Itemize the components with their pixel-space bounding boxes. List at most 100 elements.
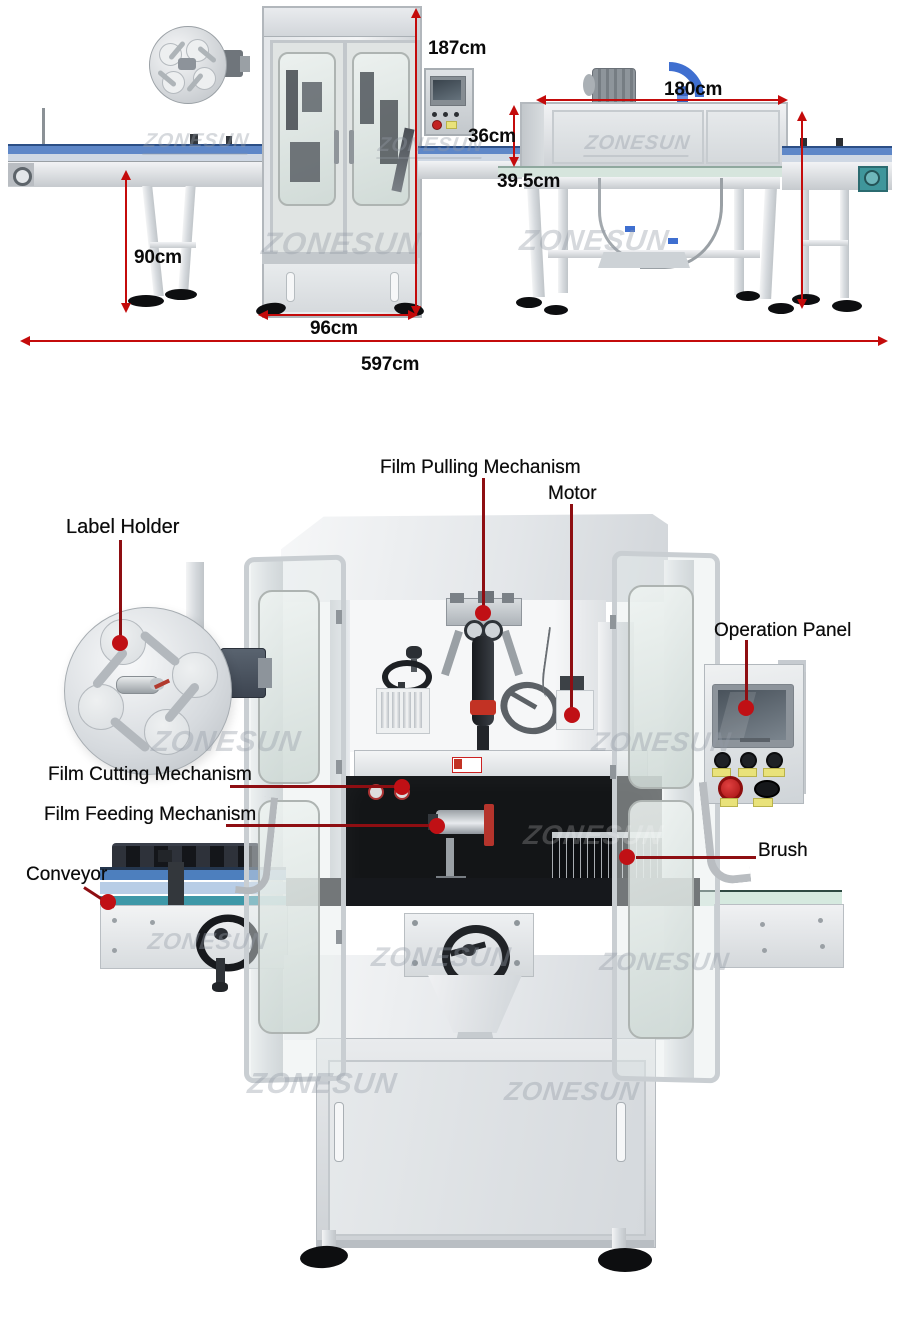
dim-belt-height: 39.5cm	[497, 171, 561, 192]
panel-knob	[432, 112, 437, 117]
foot-stem	[612, 1228, 626, 1252]
machine-top-band	[264, 8, 416, 37]
dim-total-length: 597cm	[361, 354, 420, 375]
center-arm-tip	[477, 726, 489, 756]
inner-mechanism	[380, 100, 398, 164]
drip-tray	[598, 252, 690, 268]
conveyor-leg	[178, 186, 196, 290]
dim-tunnel-opening: 36cm	[468, 126, 516, 147]
belt-clamp	[800, 138, 807, 150]
plate-bolt	[760, 922, 765, 927]
panel-tag	[720, 798, 738, 807]
center-arm-red-collar	[470, 700, 496, 715]
watermark: ZONESUN	[517, 225, 672, 257]
dim-tunnel-length: 180cm	[664, 79, 723, 100]
pulling-block	[478, 591, 494, 603]
leveling-foot	[165, 289, 197, 300]
brush-rail	[552, 832, 662, 838]
callout-line-operation-panel	[745, 640, 748, 704]
adjust-knob	[406, 646, 422, 659]
plate-bolt	[412, 960, 418, 966]
belt-rail	[418, 146, 522, 154]
label-film-pulling: Film Pulling Mechanism	[380, 457, 581, 478]
belt-surface	[8, 154, 268, 161]
rail-light	[100, 882, 286, 894]
inner-mechanism	[302, 82, 322, 112]
belt-surface	[418, 154, 522, 161]
callout-dot-film-feeding	[429, 818, 445, 834]
guide-post	[42, 108, 45, 158]
tunnel-foot	[516, 297, 542, 308]
belt-frame	[418, 161, 522, 179]
watermark: ZONESUN	[521, 820, 666, 850]
handwheel-knob	[212, 982, 228, 992]
front-view-diagram: ZONESUN ZONESUN ZONESUN ZONESUN ZONESUN …	[0, 430, 900, 1318]
heat-duct	[669, 62, 704, 97]
plate-bolt	[762, 948, 767, 953]
reel-flange	[240, 56, 250, 72]
cabinet-handle	[616, 1102, 626, 1162]
dim-conveyor-height: 90cm	[134, 247, 182, 268]
panel-knob	[766, 752, 783, 769]
warning-sticker-mark	[454, 759, 462, 769]
door-hinge	[336, 760, 342, 774]
feeding-post	[446, 838, 454, 878]
callout-dot-operation-panel	[738, 700, 754, 716]
callout-line-brush	[636, 856, 756, 859]
plate-bolt	[818, 918, 823, 923]
tube-clip	[668, 238, 678, 244]
panel-tag	[712, 768, 731, 777]
glass-rail	[700, 890, 842, 906]
tunnel-leg	[558, 189, 568, 293]
watermark: ZONESUN	[142, 130, 251, 155]
watermark: ZONESUN	[598, 948, 732, 976]
label-film-cutting: Film Cutting Mechanism	[48, 764, 252, 785]
cylinder	[414, 692, 422, 728]
callout-dot-conveyor	[100, 894, 116, 910]
door-left-window	[258, 590, 320, 784]
label-label-holder: Label Holder	[66, 516, 180, 538]
watermark: ZONESUN	[589, 727, 734, 757]
conveyor-frame	[8, 161, 268, 187]
callout-dot-label-holder	[112, 635, 128, 651]
tunnel-foot	[544, 305, 568, 315]
dimension-arrow-machine-width	[258, 310, 418, 320]
heat-duct-drop	[677, 86, 688, 108]
reel-motor-flange	[258, 658, 272, 688]
belt-clamp	[190, 134, 198, 148]
watermark: ZONESUN	[149, 726, 304, 758]
rail-dark-edge	[100, 867, 286, 870]
door-hinge	[610, 615, 616, 629]
tunnel-motor-cap	[583, 74, 595, 96]
machine-top-cap	[281, 514, 668, 602]
leg-crossbar	[150, 242, 196, 248]
tunnel-door	[706, 110, 780, 164]
leveling-foot	[832, 300, 862, 312]
dimension-arrow-tunnel-opening	[509, 105, 519, 167]
plate-bolt	[112, 948, 117, 953]
dimension-arrow-tunnel-length	[536, 95, 788, 105]
cylinder	[403, 692, 411, 728]
label-film-feeding: Film Feeding Mechanism	[44, 804, 257, 825]
callout-line-motor	[570, 504, 573, 710]
cylinder	[381, 692, 389, 728]
feeding-red-bar	[484, 804, 494, 846]
machine-sill	[262, 252, 418, 264]
dim-machine-height: 187cm	[428, 38, 487, 59]
plate-bolt	[412, 920, 418, 926]
pulling-block	[502, 593, 514, 603]
tunnel-leg	[759, 189, 777, 299]
rotary-switch	[754, 780, 780, 798]
tunnel-end-cap	[522, 104, 544, 166]
panel-tag	[446, 121, 457, 129]
callout-dot-film-pulling	[475, 605, 491, 621]
panel-handle-slot	[286, 272, 295, 302]
tunnel-door	[552, 110, 704, 164]
door-handle	[334, 130, 339, 164]
dimension-arrow-total-length	[20, 336, 888, 346]
panel-knob	[443, 112, 448, 117]
watermark: ZONESUN	[259, 226, 424, 261]
watermark: ZONESUN	[502, 1076, 642, 1106]
clamp-knob	[158, 850, 172, 862]
